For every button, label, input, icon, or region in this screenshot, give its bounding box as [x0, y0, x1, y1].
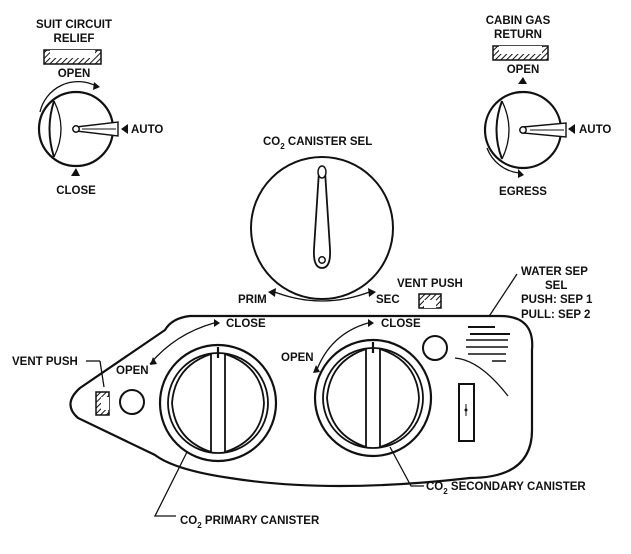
- cabin-gas-return-group: CABIN GAS RETURN OPEN AUTO EGRESS: [483, 15, 611, 198]
- suit-close-label: CLOSE: [56, 185, 96, 197]
- suit-auto-pointer: [121, 124, 128, 134]
- prim-label: PRIM: [238, 294, 267, 306]
- suit-open-arc: [39, 81, 97, 113]
- water-sep-label-1: WATER SEP: [521, 266, 588, 278]
- suit-auto-label: AUTO: [131, 124, 163, 136]
- cabin-gas-return-label-1: CABIN GAS: [486, 15, 551, 27]
- water-sep-slot: [458, 383, 475, 442]
- co2-primary-canister-knob[interactable]: [158, 343, 278, 463]
- suit-circuit-relief-label-1: SUIT CIRCUIT: [36, 19, 112, 31]
- panel-mount-hole: [119, 389, 145, 415]
- water-sep-label-2: SEL: [545, 280, 567, 292]
- suit-circuit-relief-knob[interactable]: [37, 90, 119, 168]
- secondary-arc: [315, 322, 369, 373]
- cabin-gas-return-knob[interactable]: [483, 90, 567, 170]
- sec-label: SEC: [376, 294, 400, 306]
- secondary-leader: [389, 446, 424, 487]
- co2-secondary-canister-label: CO2 SECONDARY CANISTER: [426, 481, 586, 496]
- suit-close-pointer: [71, 168, 80, 176]
- secondary-close-label: CLOSE: [381, 318, 421, 330]
- vent-push-right-button[interactable]: [418, 293, 442, 309]
- prim-arrow: [268, 288, 276, 297]
- primary-close-arrow: [214, 319, 220, 327]
- water-sep-label-4: PULL: SEP 2: [521, 309, 590, 321]
- cabin-egress-arrow: [518, 169, 524, 178]
- water-sep-sel-group: WATER SEP SEL PUSH: SEP 1 PULL: SEP 2: [483, 266, 593, 325]
- co2-secondary-canister-knob[interactable]: [313, 338, 433, 458]
- secondary-open-label: OPEN: [281, 352, 314, 364]
- cabin-gas-return-label-2: RETURN: [494, 29, 542, 41]
- cabin-auto-pointer: [568, 124, 575, 134]
- suit-circuit-relief-group: SUIT CIRCUIT RELIEF OPEN AUTO CLOSE: [36, 19, 163, 197]
- vent-push-left-button[interactable]: [95, 391, 110, 416]
- primary-open-label: OPEN: [116, 365, 149, 377]
- secondary-close-arrow: [368, 319, 374, 327]
- sec-arrow: [368, 288, 376, 297]
- suit-open-label: OPEN: [58, 68, 91, 80]
- co2-primary-canister-label: CO2 PRIMARY CANISTER: [180, 515, 320, 530]
- co2-canister-sel-group: CO2 CANISTER SEL PRIM SEC: [238, 136, 400, 306]
- cabin-egress-arc: [486, 147, 520, 174]
- vent-push-left-label: VENT PUSH: [12, 356, 78, 368]
- water-sep-label-3: PUSH: SEP 1: [521, 294, 593, 306]
- co2-canister-sel-label: CO2 CANISTER SEL: [263, 136, 372, 151]
- cabin-open-label: OPEN: [507, 64, 540, 76]
- panel-contour: [454, 357, 509, 397]
- suit-circuit-relief-label-2: RELIEF: [54, 33, 95, 45]
- secondary-open-arrow: [313, 365, 320, 373]
- primary-open-arrow: [150, 357, 157, 365]
- water-sep-selector[interactable]: [466, 326, 510, 362]
- primary-close-label: CLOSE: [226, 318, 266, 330]
- co2-canister-sel-knob[interactable]: [250, 156, 394, 300]
- vent-push-right-label: VENT PUSH: [397, 278, 463, 290]
- cabin-open-pointer: [518, 77, 527, 84]
- co2-sel-arc: [271, 290, 373, 302]
- round-indicator: [422, 335, 448, 361]
- primary-arc: [149, 322, 215, 365]
- suit-open-arrow: [93, 82, 100, 90]
- cabin-egress-label: EGRESS: [499, 186, 547, 198]
- cabin-auto-label: AUTO: [579, 124, 611, 136]
- primary-leader: [153, 451, 188, 517]
